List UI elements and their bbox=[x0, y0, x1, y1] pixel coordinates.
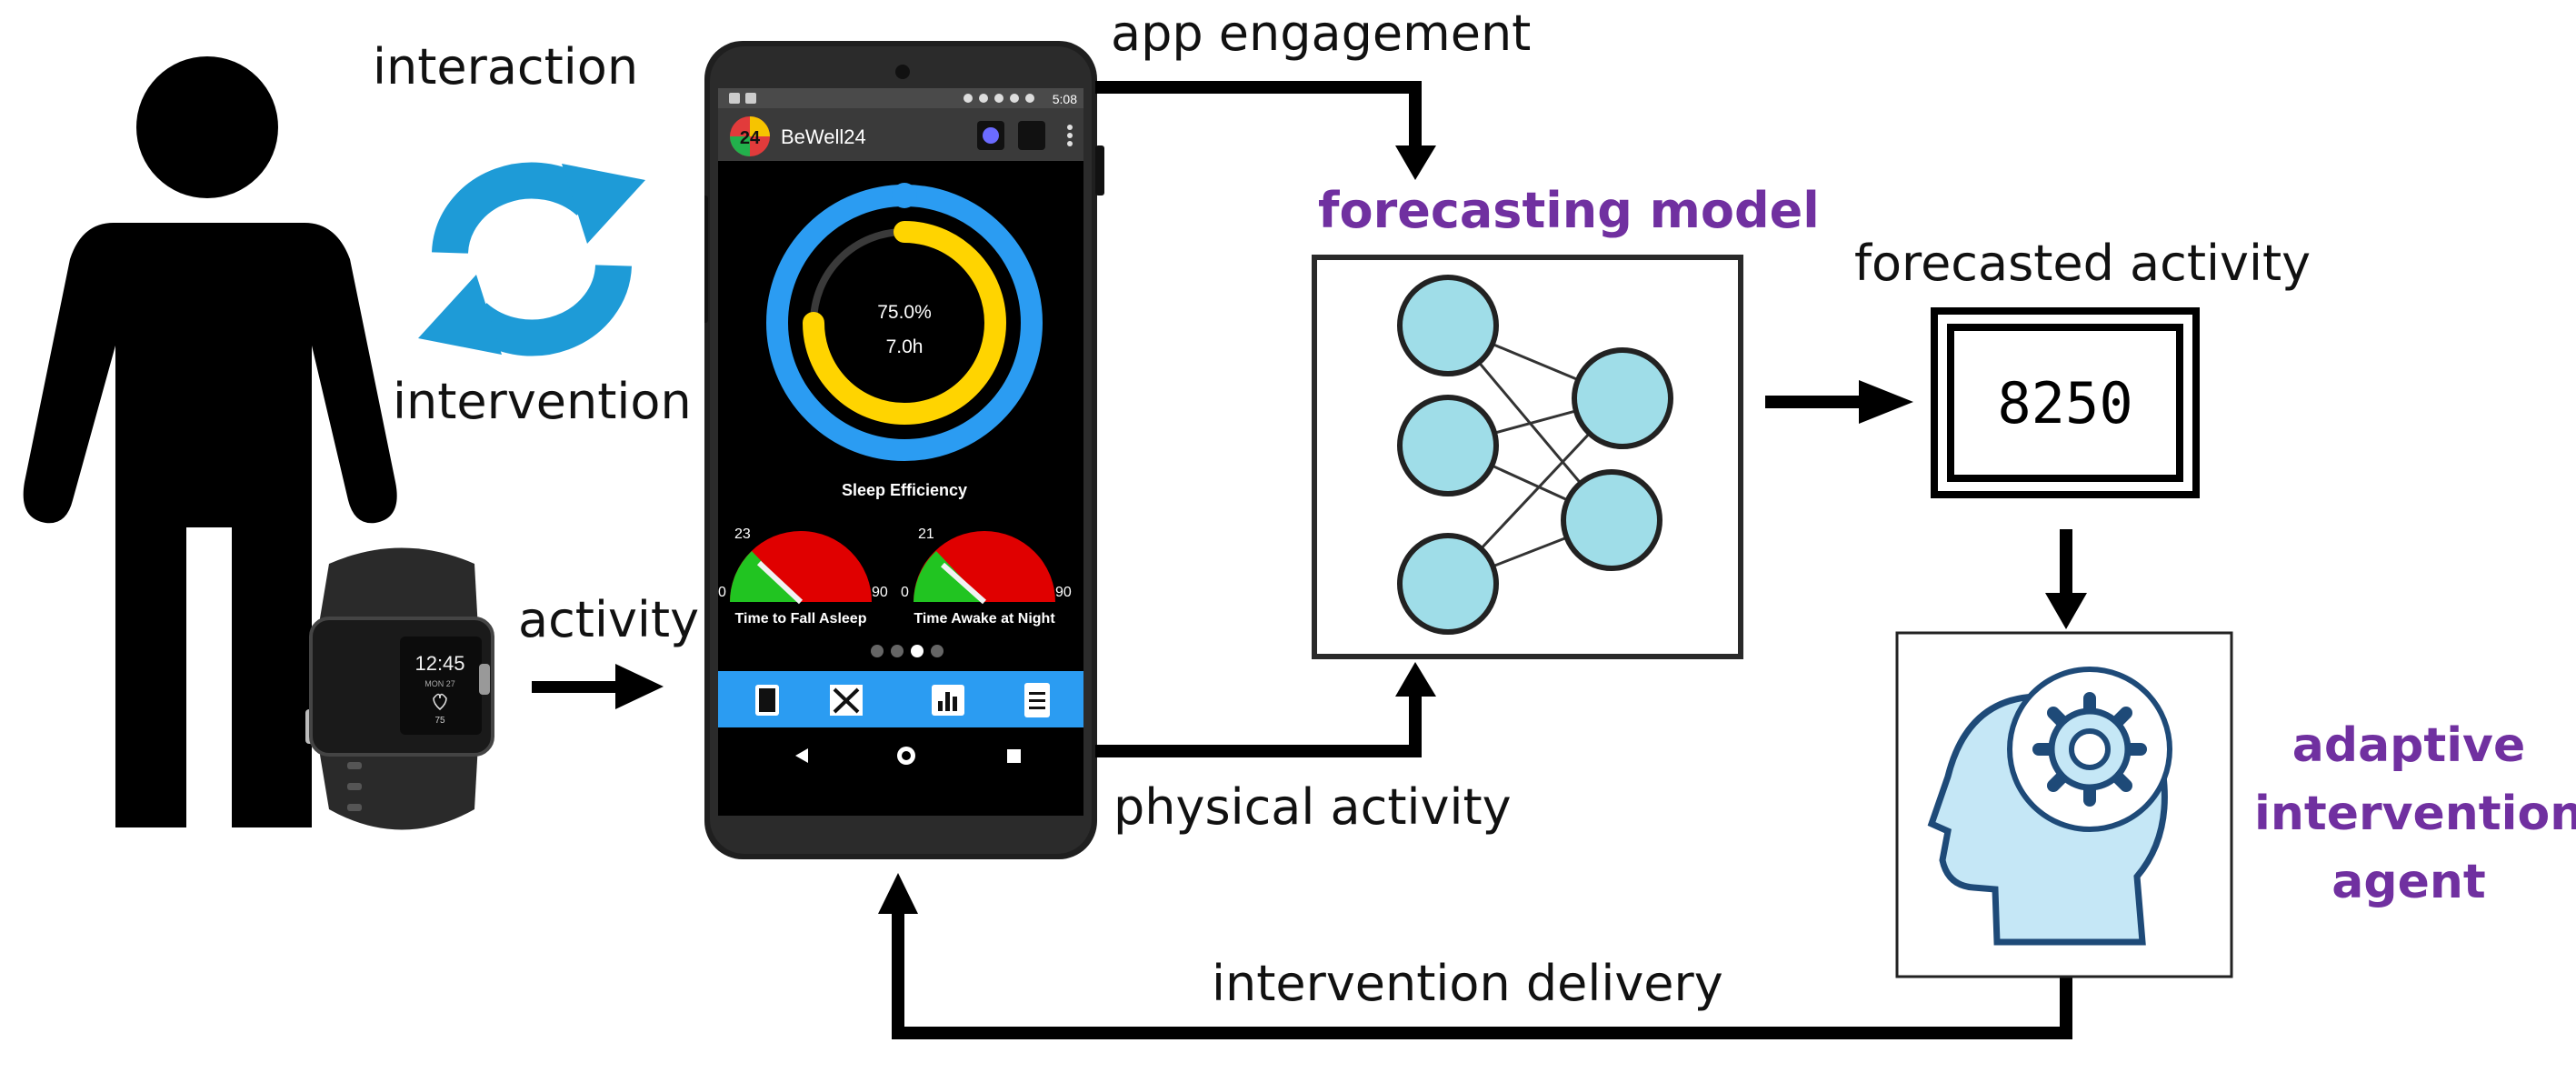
page-indicator[interactable] bbox=[871, 645, 944, 657]
overflow-menu-icon[interactable] bbox=[1067, 125, 1073, 146]
intervention-label: intervention bbox=[393, 373, 692, 430]
awake-at-night-gauge: 21 0 90 Time Awake at Night bbox=[901, 526, 1072, 627]
sync-cycle-icon bbox=[418, 162, 645, 356]
gauge1-value: 23 bbox=[734, 526, 751, 542]
physical-activity-label: physical activity bbox=[1113, 778, 1512, 836]
input-node bbox=[1397, 275, 1499, 376]
agent-title-line2: intervention bbox=[2254, 787, 2576, 841]
agent-title: adaptive intervention agent bbox=[2254, 712, 2576, 917]
hidden-node bbox=[1572, 347, 1673, 449]
input-node bbox=[1397, 533, 1499, 635]
gauge2-min: 0 bbox=[901, 585, 909, 600]
person-silhouette-icon bbox=[23, 56, 397, 827]
status-time: 5:08 bbox=[1053, 92, 1077, 106]
sleep-efficiency-arc bbox=[803, 221, 1006, 425]
intervention-delivery-label: intervention delivery bbox=[1212, 955, 1723, 1012]
gauge1-min: 0 bbox=[718, 585, 726, 600]
fall-asleep-gauge: 23 0 90 Time to Fall Asleep bbox=[718, 526, 888, 627]
gauge2-max: 90 bbox=[1055, 585, 1072, 600]
sleep-efficiency-title: Sleep Efficiency bbox=[842, 481, 967, 499]
app-engagement-label: app engagement bbox=[1111, 5, 1532, 62]
fitness-tracker-icon: 12:45 MON 27 75 bbox=[305, 547, 494, 830]
neural-network-diagram bbox=[1312, 255, 1743, 659]
forecast-display: 8250 bbox=[1931, 307, 2200, 498]
activity-label: activity bbox=[518, 591, 700, 648]
bar-chart-icon[interactable] bbox=[932, 685, 964, 716]
hidden-node bbox=[1561, 469, 1662, 571]
agent-head-gear-icon bbox=[1895, 631, 2233, 978]
watch-time: 12:45 bbox=[414, 652, 464, 675]
back-nav-icon[interactable] bbox=[795, 748, 808, 763]
interaction-label: interaction bbox=[373, 38, 639, 95]
tools-icon[interactable] bbox=[830, 685, 863, 716]
sleep-hours: 7.0h bbox=[886, 336, 924, 357]
input-node bbox=[1397, 395, 1499, 496]
agent-title-line3: agent bbox=[2331, 855, 2486, 909]
app-name: BeWell24 bbox=[781, 125, 866, 148]
watch-date: MON 27 bbox=[424, 679, 455, 688]
gauge1-label: Time to Fall Asleep bbox=[735, 611, 867, 627]
app-logo-text: 24 bbox=[740, 128, 761, 148]
heart-icon bbox=[433, 693, 447, 711]
clipboard-icon[interactable] bbox=[1024, 683, 1050, 717]
agent-title-line1: adaptive bbox=[2291, 718, 2526, 773]
app-shortcut-icon[interactable] bbox=[1018, 121, 1045, 150]
forecast-value: 8250 bbox=[1997, 369, 2133, 436]
gauge2-value: 21 bbox=[918, 526, 934, 542]
sleep-efficiency-percent: 75.0% bbox=[877, 302, 932, 323]
recents-nav-icon[interactable] bbox=[1007, 749, 1021, 763]
gauge2-label: Time Awake at Night bbox=[914, 611, 1055, 627]
watch-heart-rate: 75 bbox=[434, 716, 445, 726]
book-icon[interactable] bbox=[755, 685, 779, 716]
gauge1-max: 90 bbox=[872, 585, 888, 600]
forecasted-activity-label: forecasted activity bbox=[1854, 235, 2311, 292]
forecasting-model-title: forecasting model bbox=[1318, 182, 1820, 239]
activity-arrow bbox=[532, 664, 664, 709]
phone-mockup: 5:08 24 BeWell24 75.0% 7.0h Sleep Effici… bbox=[704, 41, 1104, 859]
